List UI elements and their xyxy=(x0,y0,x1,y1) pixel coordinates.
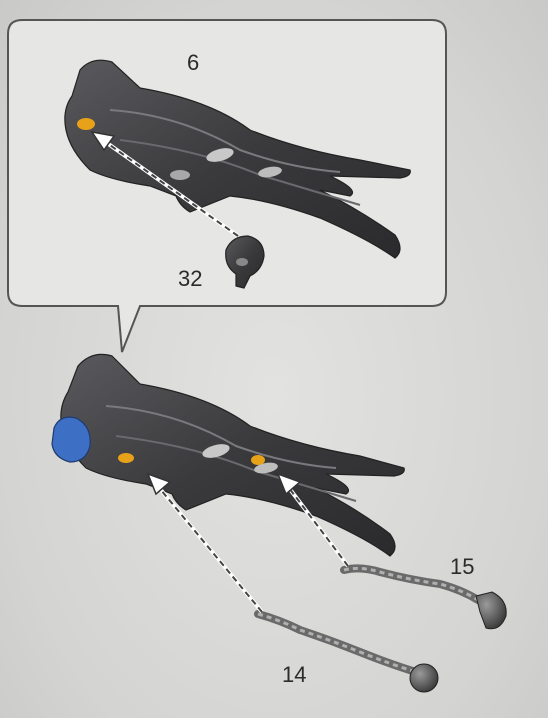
part-number-14: 14 xyxy=(282,664,306,686)
part-number-6: 6 xyxy=(187,52,199,74)
orange-socket-marker-left xyxy=(118,453,134,463)
part-number-15: 15 xyxy=(450,556,474,578)
blue-head-piece xyxy=(52,417,90,462)
chain-15-piece xyxy=(344,568,506,628)
part-6-assembled-body xyxy=(52,354,404,556)
part-number-32: 32 xyxy=(178,268,202,290)
orange-socket-marker-right xyxy=(251,455,265,465)
orange-socket-marker xyxy=(77,118,95,130)
